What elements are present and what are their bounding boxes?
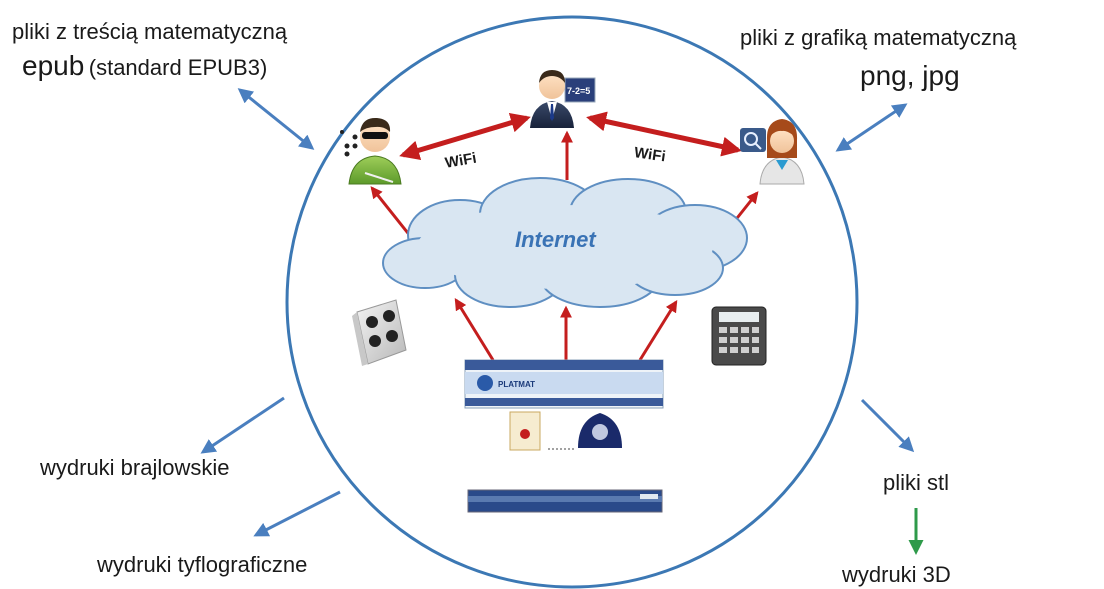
arrow-braille-prints [200, 396, 285, 454]
site-to-cloud-left [454, 297, 495, 361]
calculator-icon [711, 306, 767, 366]
label-braille-prints: wydruki brajlowskie [40, 455, 230, 480]
teacher-icon: 7-2=5 [530, 70, 596, 128]
label-epub-main: epub [22, 50, 85, 81]
cloud-core [417, 205, 713, 289]
site-to-cloud-right [638, 299, 678, 361]
wifi-arrow-right [586, 111, 742, 157]
board-text: 7-2=5 [567, 86, 590, 96]
wifi-arrow-left [399, 112, 531, 161]
braille-cell-icon [352, 299, 407, 366]
wifi-label-right: WiFi [633, 144, 667, 165]
red-arrows [370, 111, 759, 361]
website-screenshot: PLATMAT [464, 359, 664, 513]
site-logo-text: PLATMAT [498, 380, 535, 389]
wifi-label-left: WiFi [444, 150, 478, 172]
arrow-stl [860, 398, 915, 453]
arrow-png [835, 103, 908, 152]
braille-user-icon [340, 117, 402, 185]
label-epub-standard: (standard EPUB3) [88, 55, 268, 80]
label-stl-files: pliki stl [883, 470, 950, 495]
label-math-graphics-files: pliki z grafiką matematyczną [740, 25, 1017, 50]
main-circle [285, 15, 859, 589]
low-vision-user-icon [740, 119, 805, 185]
label-tactile-prints: wydruki tyflograficzne [97, 552, 308, 577]
arrow-tactile-prints [253, 490, 341, 537]
outer-arrows [200, 88, 915, 537]
label-math-content-files: pliki z treścią matematyczną [12, 19, 288, 44]
internet-label: Internet [515, 227, 597, 252]
label-png-jpg: png, jpg [860, 60, 960, 91]
label-epub: epub (standard EPUB3) [22, 50, 267, 82]
arrow-epub [237, 88, 315, 150]
label-3d-prints: wydruki 3D [842, 562, 951, 587]
